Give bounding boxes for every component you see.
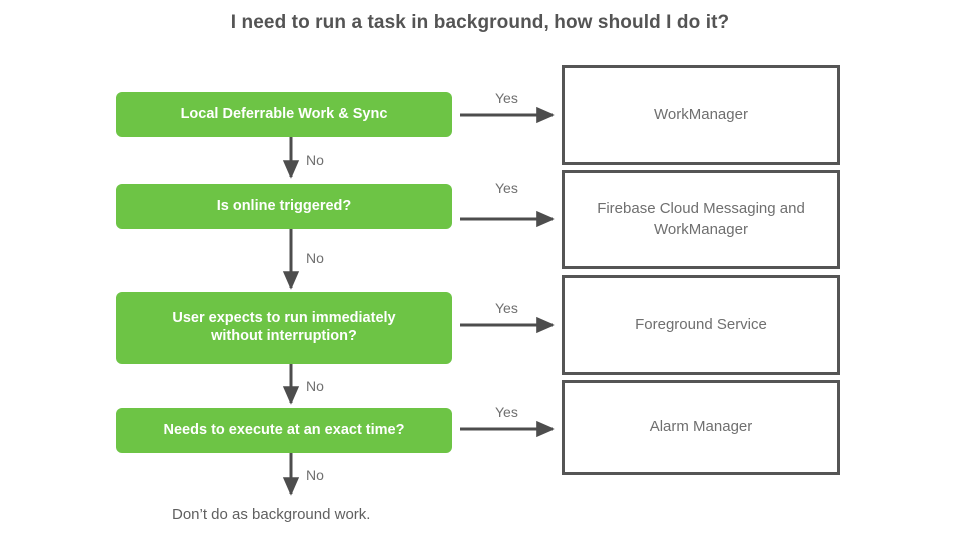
outcome-box-firebase-cloud-messaging-and-workmanager[interactable]: Firebase Cloud Messaging and WorkManager [562,170,840,269]
decision-box-local-deferrable-work-and-sync[interactable]: Local Deferrable Work & Sync [116,92,452,137]
outcome-label: Firebase Cloud Messaging and WorkManager [597,199,805,240]
edge-label-yes-3: Yes [495,300,518,316]
edge-label-no-3: No [306,378,324,394]
outcome-label: Foreground Service [635,315,767,333]
outcome-label-line1: Firebase Cloud Messaging and [597,200,805,218]
decision-box-needs-exact-time[interactable]: Needs to execute at an exact time? [116,408,452,453]
outcome-label-line2: WorkManager [654,220,748,238]
edge-label-no-4: No [306,467,324,483]
outcome-label: WorkManager [654,105,748,123]
outcome-box-alarm-manager[interactable]: Alarm Manager [562,380,840,475]
outcome-box-foreground-service[interactable]: Foreground Service [562,275,840,375]
edge-label-yes-1: Yes [495,90,518,106]
decision-label: User expects to run immediately without … [172,310,395,345]
edge-label-no-2: No [306,250,324,266]
edge-label-yes-4: Yes [495,404,518,420]
edge-label-no-1: No [306,152,324,168]
decision-box-is-online-triggered[interactable]: Is online triggered? [116,184,452,229]
page-title: I need to run a task in background, how … [230,12,730,33]
decision-label: Is online triggered? [216,197,352,214]
outcome-box-workmanager[interactable]: WorkManager [562,65,840,165]
decision-label-line1: User expects to run immediately [172,310,396,327]
outcome-label: Alarm Manager [649,418,753,436]
decision-label: Local Deferrable Work & Sync [180,105,388,122]
decision-label: Needs to execute at an exact time? [163,421,405,438]
decision-label-line2: without interruption? [211,328,357,344]
decision-box-user-expects-immediate[interactable]: User expects to run immediately without … [116,292,452,364]
edge-label-yes-2: Yes [495,180,518,196]
terminal-label: Don’t do as background work. [172,506,371,523]
